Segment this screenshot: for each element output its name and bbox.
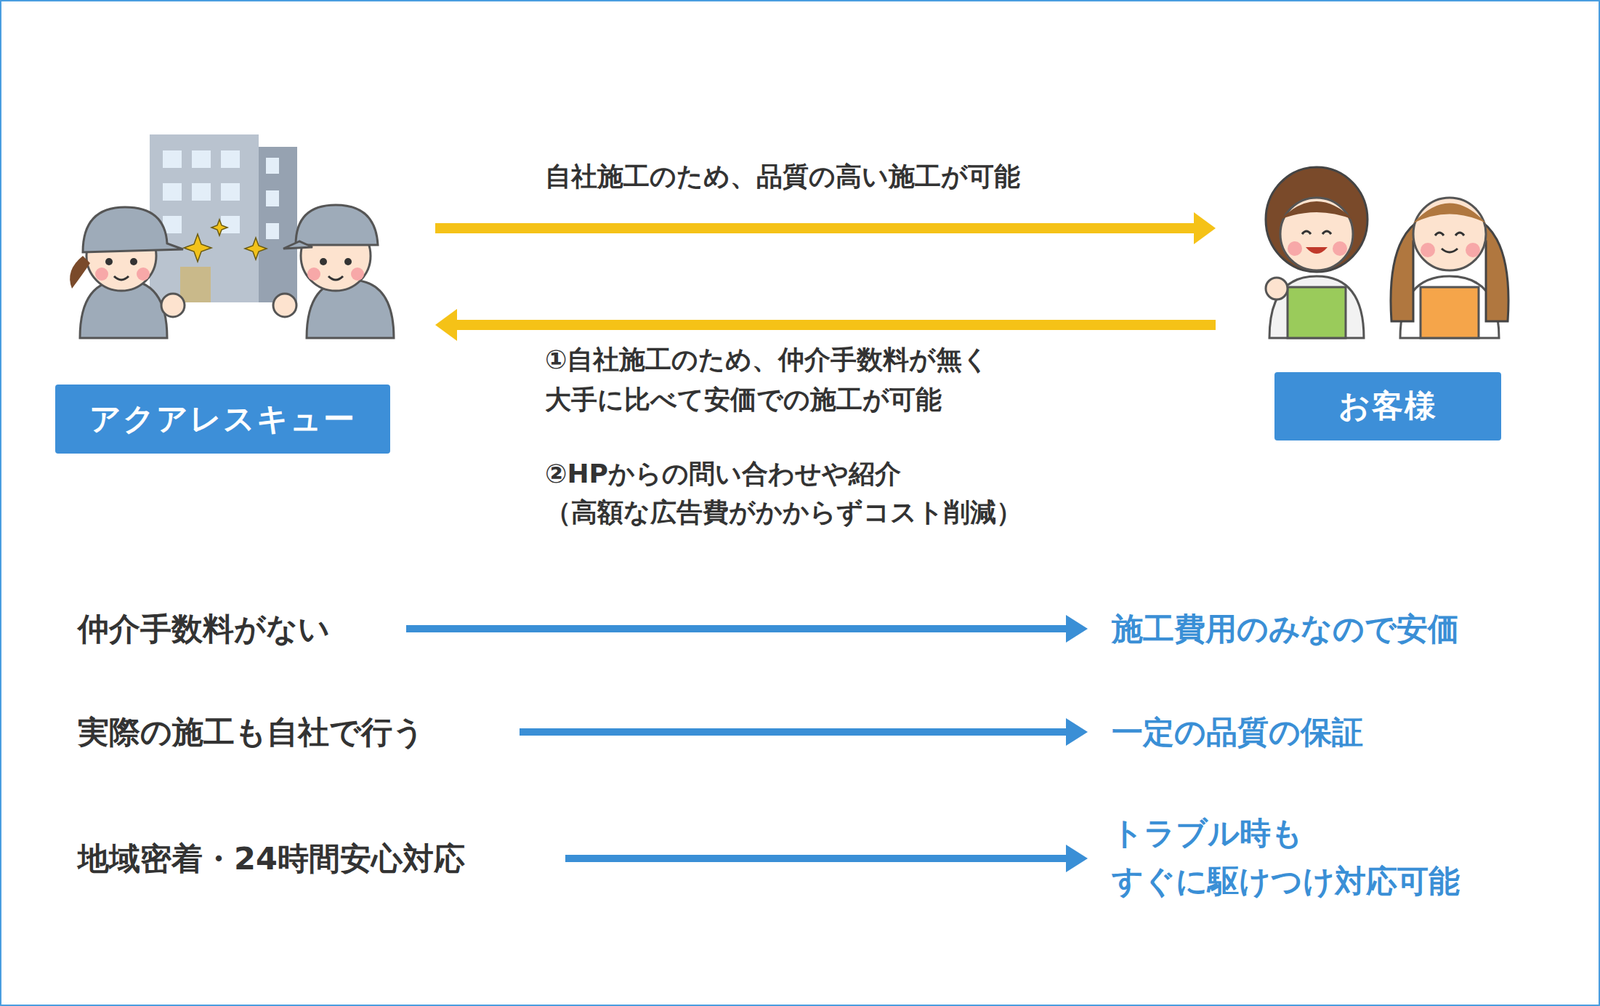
edge-label: ①自社施工のため、仲介手数料が無く 大手に比べて安価での施工が可能	[544, 339, 1069, 420]
node-label: お客様	[1338, 385, 1438, 428]
worker-illustration	[69, 204, 394, 338]
feature-text: 地域密着・24時間安心対応	[77, 839, 587, 878]
node-label: アクアレスキュー	[89, 398, 357, 441]
edge-label: 自社施工のため、品質の高い施工が可能	[544, 158, 1199, 195]
arrow-head	[1065, 614, 1088, 643]
flow-arrow	[435, 212, 1216, 245]
benefit-text: 施工費用のみなので安価	[1111, 609, 1577, 648]
note-text: ②HPからの問い合わせや紹介 （高額な広告費がかからずコスト削減）	[544, 454, 1069, 532]
arrow-shaft	[435, 223, 1196, 234]
actor-node: アクアレスキュー	[55, 132, 436, 454]
arrow-shaft	[519, 728, 1069, 736]
label-box: アクアレスキュー	[55, 384, 391, 454]
actor-node: お客様	[1215, 132, 1521, 441]
result-arrow	[519, 717, 1088, 746]
result-arrow	[565, 844, 1088, 872]
arrow-shaft	[406, 624, 1069, 633]
benefit-text: 一定の品質の保証	[1111, 712, 1577, 751]
arrow-shaft	[565, 854, 1069, 862]
result-arrow	[406, 614, 1088, 643]
arrow-head	[1065, 717, 1088, 746]
feature-text: 仲介手数料がない	[77, 609, 587, 648]
feature-text: 実際の施工も自社で行う	[77, 712, 587, 751]
arrow-head	[435, 308, 458, 341]
building-illustration	[149, 134, 298, 303]
arrow-shaft	[455, 319, 1216, 330]
benefit-text: トラブル時も すぐに駆けつけ対応可能	[1111, 808, 1519, 905]
arrow-head	[1193, 212, 1216, 245]
customer-illustration	[1265, 167, 1509, 338]
flow-arrow	[435, 308, 1216, 341]
arrow-head	[1065, 844, 1088, 872]
label-box: お客様	[1274, 372, 1502, 441]
